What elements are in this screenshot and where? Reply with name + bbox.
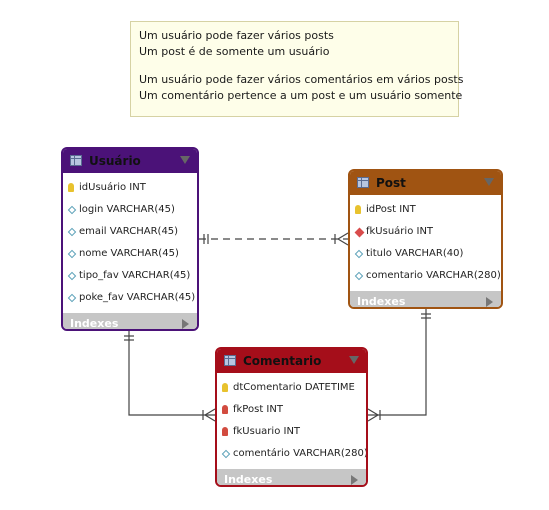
column-row[interactable]: dtComentario DATETIME <box>217 377 366 399</box>
column-label: comentário VARCHAR(280) <box>233 448 368 459</box>
column-diamond-icon <box>221 449 231 459</box>
column-label: titulo VARCHAR(40) <box>366 248 464 259</box>
table-title: Usuário <box>89 154 141 168</box>
note-line: Um usuário pode fazer vários comentários… <box>139 73 464 86</box>
note-line: Um usuário pode fazer vários posts <box>139 29 334 42</box>
indexes-section[interactable]: Indexes <box>217 469 366 486</box>
column-row[interactable]: fkUsuário INT <box>350 221 501 243</box>
diagram-note[interactable]: Um usuário pode fazer vários posts Um po… <box>130 21 464 117</box>
column-diamond-icon <box>354 249 364 259</box>
note-line: Um comentário pertence a um post e um us… <box>139 89 463 102</box>
column-label: email VARCHAR(45) <box>79 226 179 237</box>
note-line <box>139 60 458 72</box>
column-row[interactable]: comentario VARCHAR(280) <box>350 265 501 287</box>
table-header[interactable]: Comentario <box>217 349 366 373</box>
column-diamond-icon <box>67 227 77 237</box>
chevron-down-icon[interactable] <box>180 156 190 164</box>
column-row[interactable]: login VARCHAR(45) <box>63 199 197 221</box>
indexes-section[interactable]: Indexes <box>63 313 197 330</box>
column-row[interactable]: fkUsuario INT <box>217 421 366 443</box>
column-row[interactable]: comentário VARCHAR(280) <box>217 443 366 465</box>
column-row[interactable]: nome VARCHAR(45) <box>63 243 197 265</box>
column-diamond-icon <box>67 293 77 303</box>
indexes-label: Indexes <box>357 295 406 308</box>
table-title: Post <box>376 176 406 190</box>
chevron-down-icon[interactable] <box>484 178 494 186</box>
note-line: Um post é de somente um usuário <box>139 45 330 58</box>
indexes-label: Indexes <box>224 473 273 486</box>
chevron-down-icon[interactable] <box>349 356 359 364</box>
relationship-usuario-comentario <box>124 331 216 422</box>
table-icon <box>224 355 236 366</box>
primary-key-icon <box>222 383 228 392</box>
column-row[interactable]: fkPost INT <box>217 399 366 421</box>
column-label: idUsuário INT <box>79 182 146 193</box>
column-label: fkPost INT <box>233 404 283 415</box>
column-row[interactable]: tipo_fav VARCHAR(45) <box>63 265 197 287</box>
table-icon <box>357 177 369 188</box>
indexes-section[interactable]: Indexes <box>350 291 501 308</box>
column-diamond-icon <box>67 271 77 281</box>
table-header[interactable]: Usuário <box>63 149 197 173</box>
column-label: login VARCHAR(45) <box>79 204 175 215</box>
table-header[interactable]: Post <box>350 171 501 195</box>
column-label: idPost INT <box>366 204 416 215</box>
table-comentario[interactable]: Comentario dtComentario DATETIME fkPost … <box>215 347 368 487</box>
column-label: poke_fav VARCHAR(45) <box>79 292 196 303</box>
column-diamond-icon <box>67 205 77 215</box>
column-row[interactable]: titulo VARCHAR(40) <box>350 243 501 265</box>
column-label: fkUsuário INT <box>366 226 434 237</box>
relationship-post-comentario <box>367 309 431 422</box>
table-usuario[interactable]: Usuário idUsuário INT login VARCHAR(45) … <box>61 147 199 331</box>
column-row[interactable]: idPost INT <box>350 199 501 221</box>
column-label: dtComentario DATETIME <box>233 382 355 393</box>
primary-key-icon <box>355 205 361 214</box>
column-label: tipo_fav VARCHAR(45) <box>79 270 191 281</box>
column-row[interactable]: poke_fav VARCHAR(45) <box>63 287 197 309</box>
column-row[interactable]: idUsuário INT <box>63 177 197 199</box>
column-label: nome VARCHAR(45) <box>79 248 179 259</box>
column-diamond-icon <box>354 271 364 281</box>
primary-key-icon <box>68 183 74 192</box>
column-row[interactable]: email VARCHAR(45) <box>63 221 197 243</box>
foreign-key-icon <box>222 405 228 414</box>
indexes-label: Indexes <box>70 317 119 330</box>
chevron-right-icon[interactable] <box>486 297 493 307</box>
table-post[interactable]: Post idPost INT fkUsuário INT titulo VAR… <box>348 169 503 309</box>
chevron-right-icon[interactable] <box>182 319 189 329</box>
table-icon <box>70 155 82 166</box>
table-title: Comentario <box>243 354 322 368</box>
relationship-usuario-post <box>199 232 349 246</box>
foreign-key-diamond-icon <box>354 227 365 238</box>
foreign-key-icon <box>222 427 228 436</box>
column-label: comentario VARCHAR(280) <box>366 270 501 281</box>
column-label: fkUsuario INT <box>233 426 301 437</box>
column-diamond-icon <box>67 249 77 259</box>
chevron-right-icon[interactable] <box>351 475 358 485</box>
